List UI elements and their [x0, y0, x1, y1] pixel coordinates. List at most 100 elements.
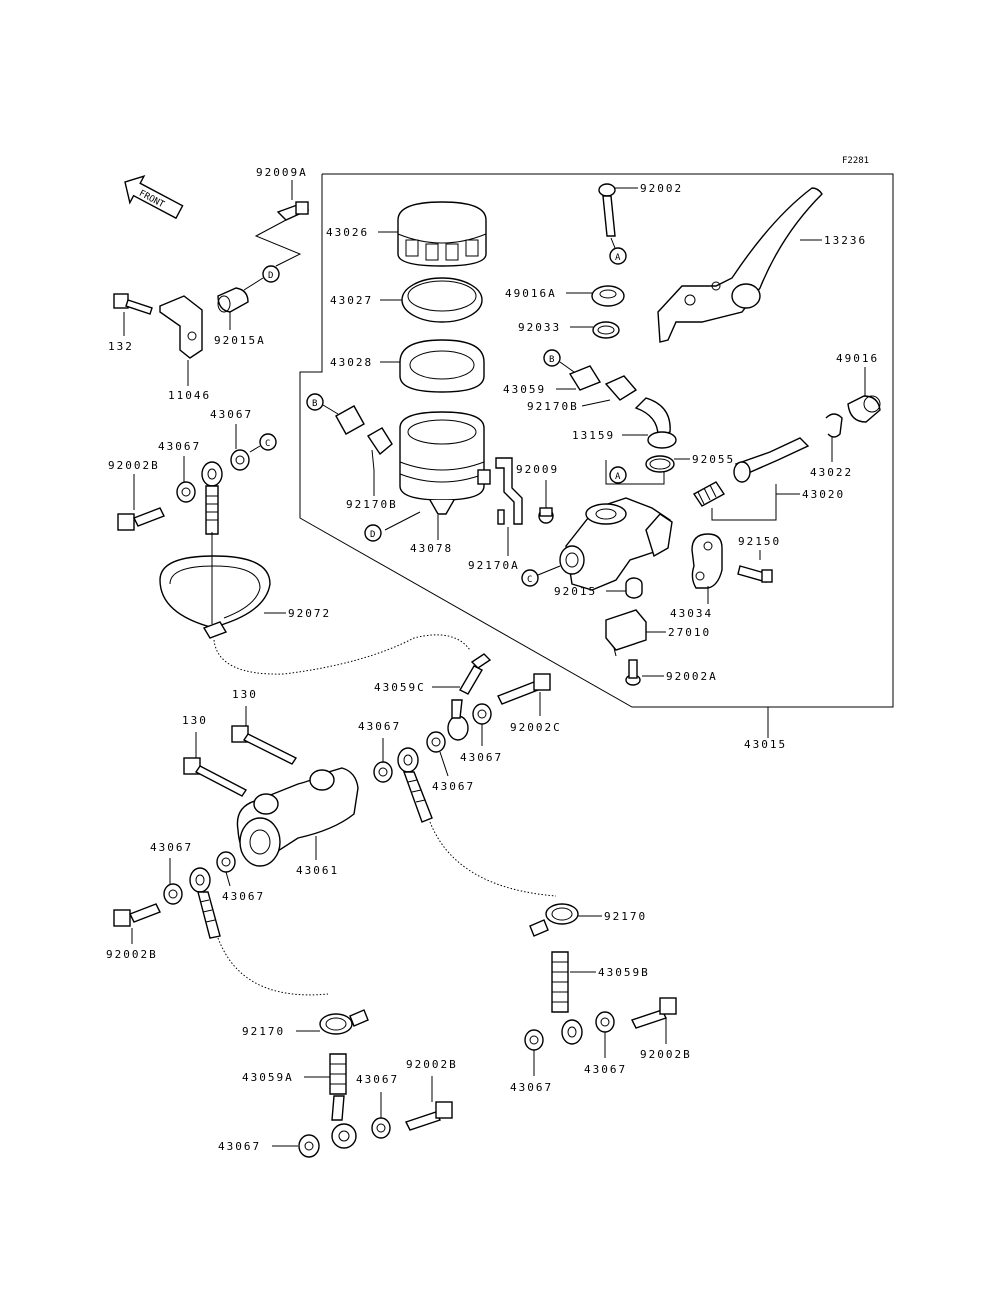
washer-43067-c [472, 703, 492, 725]
svg-text:D: D [268, 271, 273, 281]
label-43015: 43015 [744, 738, 787, 751]
label-27010: 27010 [668, 626, 711, 639]
label-43067-i: 43067 [584, 1063, 627, 1076]
ref-mark-d-1: D [364, 524, 382, 542]
collar-92015A [217, 287, 249, 313]
ref-mark-b-1: B [306, 393, 324, 411]
label-92002B-b: 92002B [106, 948, 158, 961]
washer-43067-k [298, 1134, 320, 1158]
hose-fitting-43059C [447, 653, 492, 741]
label-92033: 92033 [518, 321, 561, 334]
hose-band-92072 [159, 555, 271, 639]
label-92002B-a: 92002B [108, 459, 160, 472]
bolt-92150 [737, 565, 773, 583]
label-43061: 43061 [296, 864, 339, 877]
bolt-92009A [276, 201, 310, 221]
bolt-132 [113, 293, 153, 315]
label-43059A: 43059A [242, 1071, 294, 1084]
label-43026: 43026 [326, 226, 369, 239]
bolt-130-b [183, 757, 248, 797]
label-43059B: 43059B [598, 966, 650, 979]
bushing-49016A [591, 285, 625, 307]
label-92009: 92009 [516, 463, 559, 476]
clip-43022 [825, 413, 843, 438]
bolt-92002C [497, 673, 551, 705]
label-49016: 49016 [836, 352, 879, 365]
hose-clamp-92170-left [319, 1009, 369, 1035]
reservoir-body [399, 411, 491, 515]
circlip-92033 [592, 321, 620, 339]
label-92170-right: 92170 [604, 910, 647, 923]
label-43059C: 43059C [374, 681, 426, 694]
hose-fitting-43059A [329, 1053, 357, 1149]
banjo-fitting-upper [201, 461, 223, 535]
label-43027: 43027 [330, 294, 373, 307]
plug-92015 [625, 577, 643, 599]
elbow-fitting-13159 [634, 397, 677, 449]
bolt-92009 [538, 507, 554, 524]
ref-mark-c-1: C [521, 569, 539, 587]
washer-43067-g [216, 851, 236, 873]
bolt-130-a [231, 725, 298, 765]
hose-sleeve-b-right [568, 365, 638, 401]
label-49016A: 49016A [505, 287, 557, 300]
bracket-92170A [495, 457, 523, 525]
front-arrow-icon: FRONT [124, 175, 184, 220]
bolt-92002B-a [117, 507, 165, 531]
label-92015A: 92015A [214, 334, 266, 347]
brake-lever [657, 187, 823, 343]
label-130-b: 130 [182, 714, 208, 727]
piston-43020 [733, 437, 810, 483]
banjo-fitting-center [397, 747, 433, 823]
bushing-49016 [847, 395, 881, 423]
label-92015: 92015 [554, 585, 597, 598]
label-13159: 13159 [572, 429, 615, 442]
svg-text:D: D [370, 530, 375, 540]
label-92170B-left: 92170B [346, 498, 398, 511]
label-43067-k: 43067 [218, 1140, 261, 1153]
label-11046: 11046 [168, 389, 211, 402]
svg-text:B: B [312, 399, 317, 409]
ref-mark-d-2: D [262, 265, 280, 283]
bolt-92002B-b [113, 903, 161, 927]
switch-27010 [605, 609, 647, 657]
diaphragm-plate [401, 277, 483, 323]
washer-43067-b [176, 481, 196, 503]
label-92002C: 92002C [510, 721, 562, 734]
hose-clamp-92170-right [529, 903, 579, 937]
label-43020: 43020 [802, 488, 845, 501]
svg-text:C: C [527, 575, 532, 585]
bolt-92002B-d [405, 1101, 453, 1131]
washer-43067-h [524, 1029, 544, 1051]
label-43067-f: 43067 [150, 841, 193, 854]
label-43067-e: 43067 [358, 720, 401, 733]
label-92170A: 92170A [468, 559, 520, 572]
label-92170-left: 92170 [242, 1025, 285, 1038]
label-43059: 43059 [503, 383, 546, 396]
figure-code: F2281 [842, 156, 869, 166]
label-92009A: 92009A [256, 166, 308, 179]
hose-sleeve-b-left [335, 405, 393, 471]
label-43022: 43022 [810, 466, 853, 479]
washer-43067-i [595, 1011, 615, 1033]
handlebar-clamp-43061 [236, 767, 359, 867]
banjo-fitting-lower-left [189, 867, 221, 939]
label-13236: 13236 [824, 234, 867, 247]
clamp-43034 [691, 533, 723, 589]
washer-43067-j [371, 1117, 391, 1139]
label-43067-a: 43067 [210, 408, 253, 421]
svg-text:C: C [265, 439, 270, 449]
ref-mark-a-1: A [609, 247, 627, 265]
hose-fitting-43059B [551, 951, 583, 1045]
label-92002B-c: 92002B [640, 1048, 692, 1061]
svg-text:A: A [615, 472, 621, 482]
label-92002A: 92002A [666, 670, 718, 683]
label-92055: 92055 [692, 453, 735, 466]
reservoir-cap [397, 201, 487, 267]
ref-mark-b-2: B [543, 349, 561, 367]
label-43067-g: 43067 [222, 890, 265, 903]
label-43078: 43078 [410, 542, 453, 555]
master-cylinder-body [559, 497, 673, 591]
label-43067-d: 43067 [432, 780, 475, 793]
